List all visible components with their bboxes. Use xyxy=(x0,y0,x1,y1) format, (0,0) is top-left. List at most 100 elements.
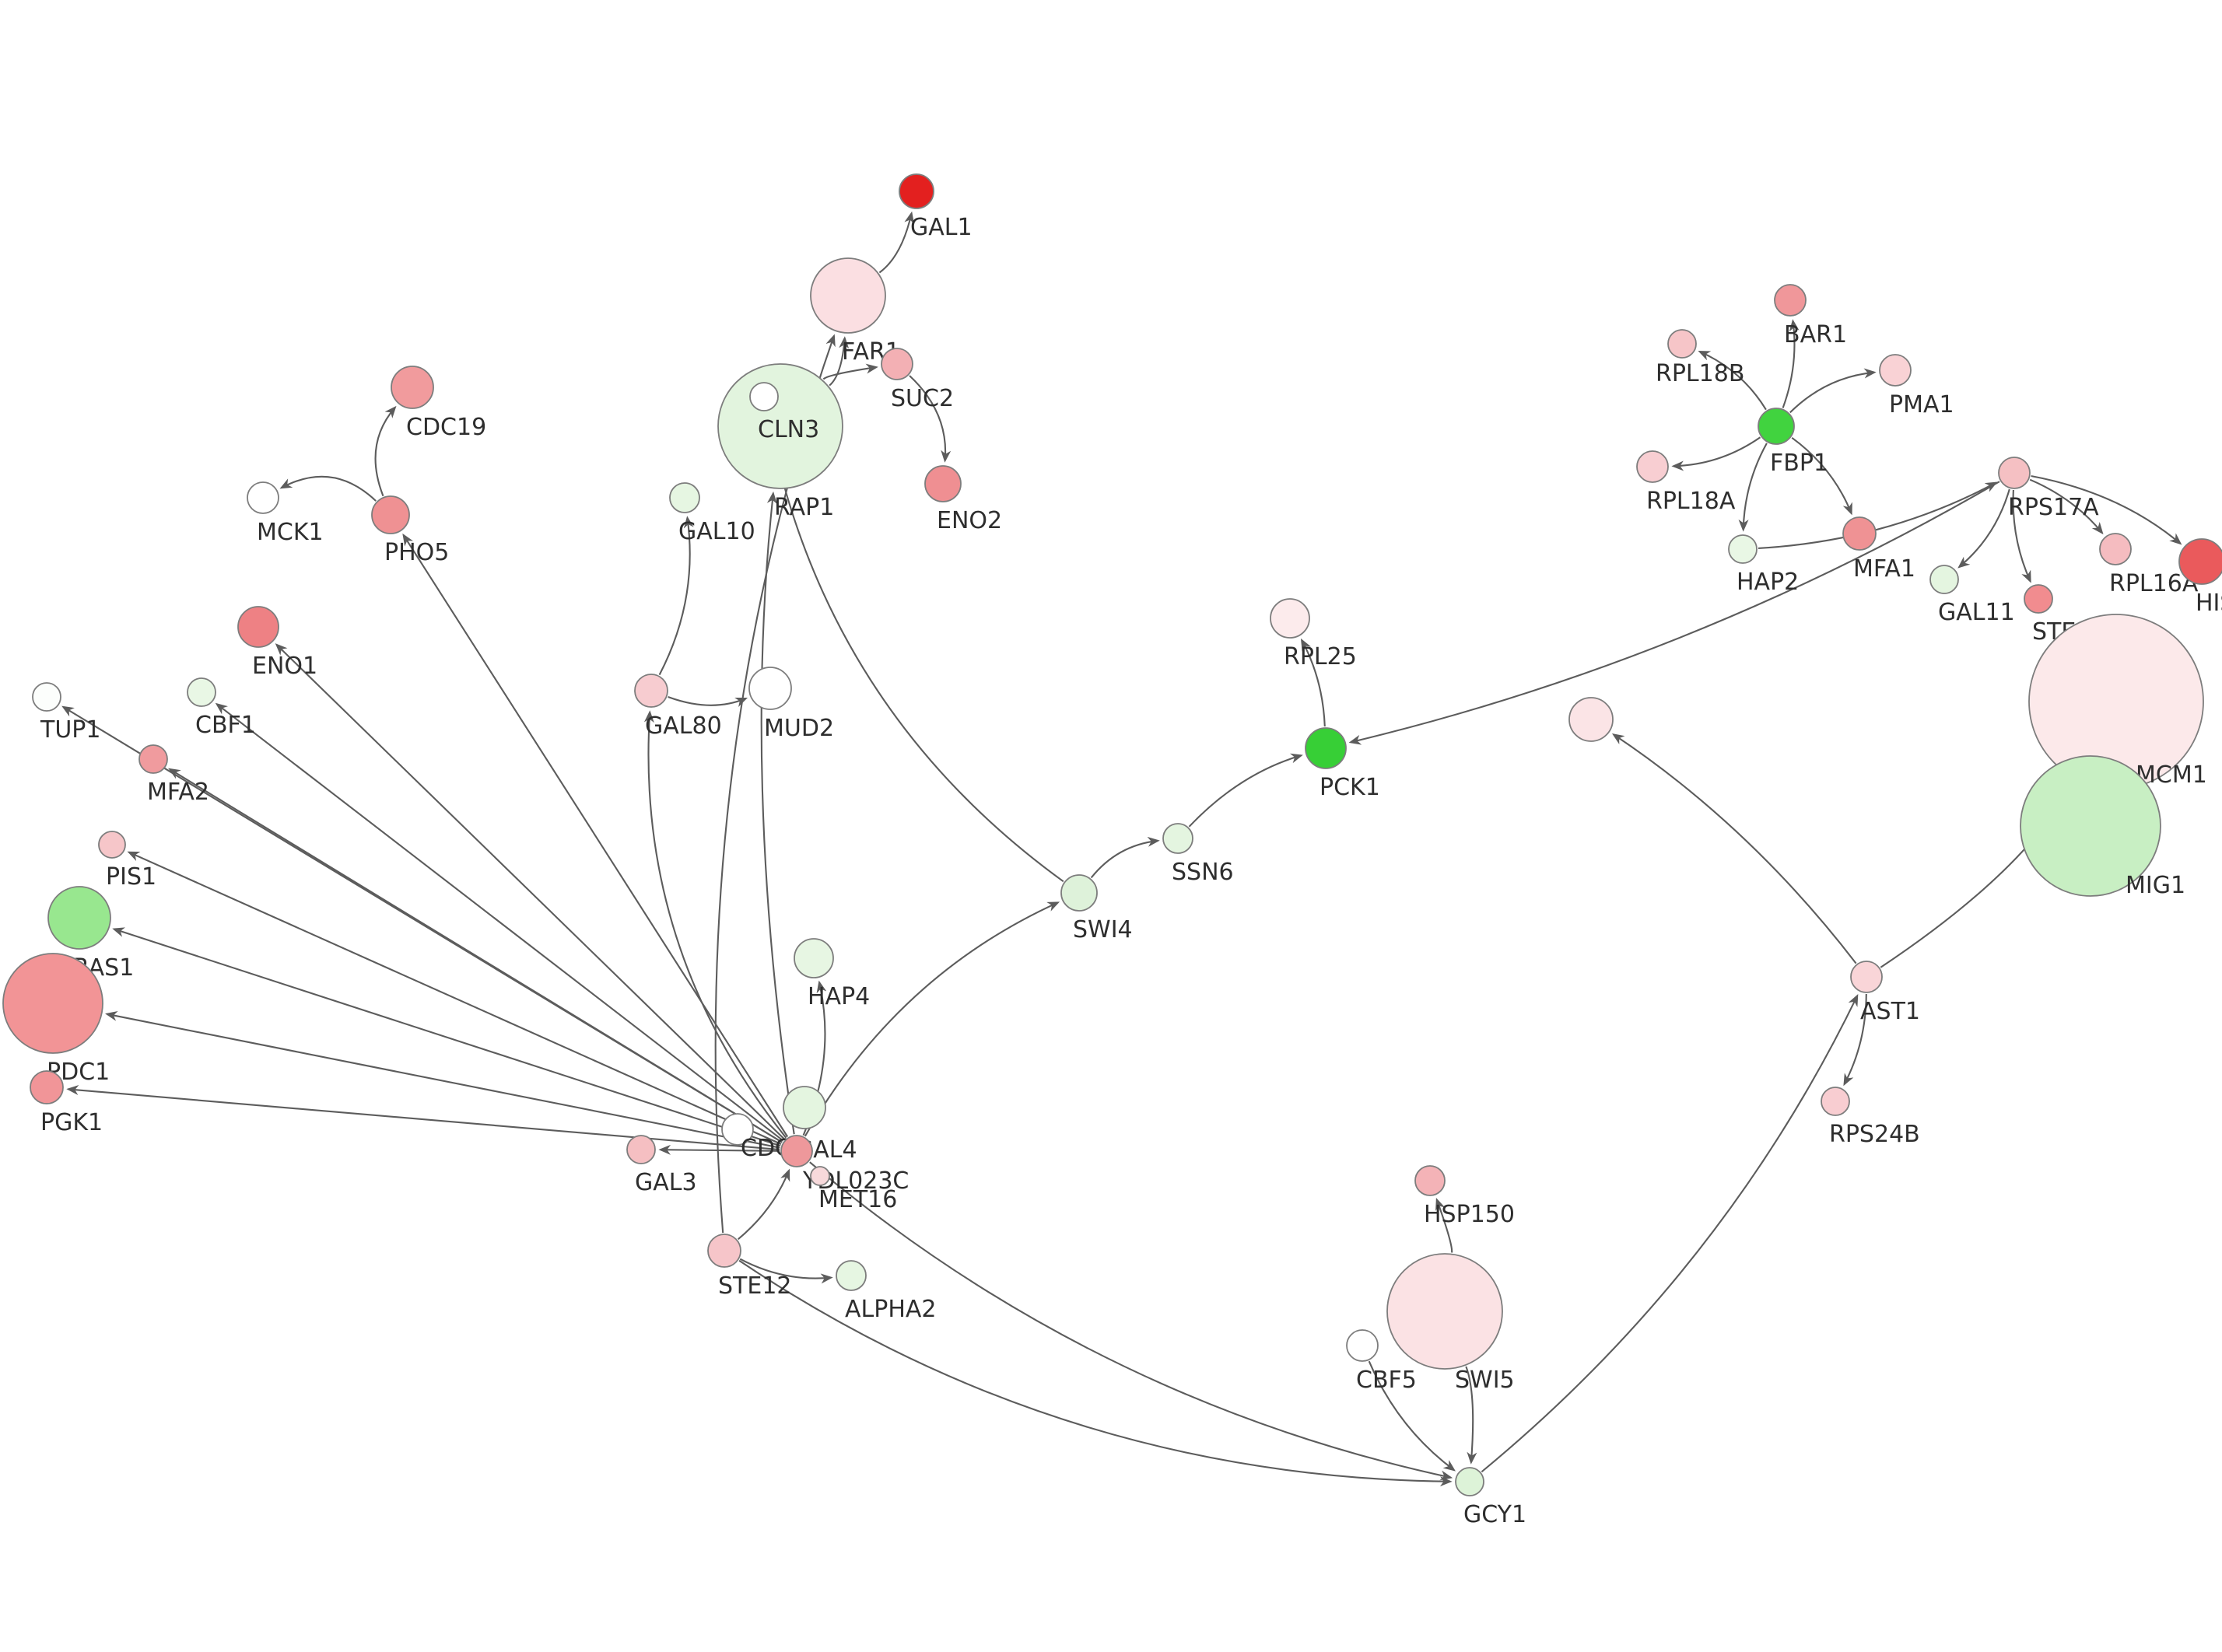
node-circle-BAR1[interactable] xyxy=(1774,284,1807,317)
edge-HAP2-RPS17A[interactable] xyxy=(1758,481,1998,549)
node-circle-HAP2[interactable] xyxy=(1728,534,1758,564)
node-circle-RPL25[interactable] xyxy=(1270,598,1310,639)
node-circle-HAP4[interactable] xyxy=(794,938,834,978)
node-GAL11[interactable]: GAL11 xyxy=(1929,565,2015,626)
node-CLN3[interactable]: CLN3 xyxy=(749,382,819,443)
node-circle-RAS1[interactable] xyxy=(47,886,111,950)
edge-FBP1-RPL18A[interactable] xyxy=(1671,436,1761,471)
node-circle-YDL023C[interactable] xyxy=(780,1135,813,1167)
node-GAL3[interactable]: GAL3 xyxy=(626,1135,697,1196)
edge-SWI4-CLN3[interactable] xyxy=(764,414,1064,883)
node-circle-GAL4[interactable] xyxy=(783,1086,826,1129)
node-circle-MUD2[interactable] xyxy=(748,667,792,710)
node-FBP1[interactable]: FBP1 xyxy=(1758,408,1828,477)
node-circle-GCY1[interactable] xyxy=(1455,1467,1484,1496)
edge-SUC2-ENO2[interactable] xyxy=(909,375,952,463)
edge-YDL023C-SWI4[interactable] xyxy=(804,901,1060,1137)
node-circle-CBF5[interactable] xyxy=(1346,1329,1379,1362)
edge-SSN6-PCK1[interactable] xyxy=(1188,753,1303,828)
edge-STE12-ALPHA2[interactable] xyxy=(739,1258,833,1284)
node-circle-ALPHA2[interactable] xyxy=(836,1260,867,1291)
node-circle-MFA1[interactable] xyxy=(1842,516,1877,551)
node-SSN6[interactable]: SSN6 xyxy=(1162,823,1234,886)
node-circle-STE2[interactable] xyxy=(2024,584,2053,614)
node-MFA2[interactable]: MFA2 xyxy=(138,744,209,806)
edge-RAP1-FAR1[interactable] xyxy=(829,336,850,387)
node-circle-HSP150[interactable] xyxy=(1414,1165,1446,1196)
edge-YDL023C-GAL3[interactable] xyxy=(658,1144,780,1155)
node-GAL4[interactable]: GAL4 xyxy=(783,1086,857,1164)
edge-SWI4-SSN6[interactable] xyxy=(1090,836,1160,879)
edge-YDL023C-PDC1[interactable] xyxy=(105,1010,780,1149)
edge-YDL023C-MFA2[interactable] xyxy=(168,768,783,1143)
node-circle-RPL18B[interactable] xyxy=(1667,329,1697,359)
node-ENO2[interactable]: ENO2 xyxy=(924,465,1002,534)
node-MET16[interactable]: MET16 xyxy=(810,1166,897,1213)
node-PMA1[interactable]: PMA1 xyxy=(1879,354,1954,418)
node-HAP2[interactable]: HAP2 xyxy=(1728,534,1799,596)
node-circle-CLN3[interactable] xyxy=(749,382,779,411)
node-SWI4[interactable]: SWI4 xyxy=(1060,874,1133,943)
node-HIS4[interactable]: HIS4 xyxy=(2178,538,2222,617)
node-circle-CDC19[interactable] xyxy=(391,366,434,409)
node-circle-FAR1[interactable] xyxy=(810,257,886,334)
edge-YDL023C-PIS1[interactable] xyxy=(127,851,782,1145)
node-circle-TUP1[interactable] xyxy=(32,682,61,712)
node-circle-RPS24B[interactable] xyxy=(1821,1087,1850,1116)
node-ENO1[interactable]: ENO1 xyxy=(237,606,317,680)
node-GAL80[interactable]: GAL80 xyxy=(634,674,722,740)
node-circle-SUC2[interactable] xyxy=(881,348,913,380)
edge-AST1-RPS24B[interactable] xyxy=(1843,993,1867,1087)
edge-RPS17A-STE2[interactable] xyxy=(2012,489,2031,583)
node-PGK1[interactable]: PGK1 xyxy=(30,1070,103,1136)
node-PHO5[interactable]: PHO5 xyxy=(371,495,449,566)
node-SUC2[interactable]: SUC2 xyxy=(881,348,954,412)
node-circle-MIG1[interactable] xyxy=(2020,755,2161,897)
node-circle-HIS4[interactable] xyxy=(2178,538,2222,585)
node-RAP1[interactable]: RAP1 xyxy=(717,363,843,521)
node-circle-GAL11[interactable] xyxy=(1929,565,1959,594)
edge-SWI5-HSP150[interactable] xyxy=(1435,1198,1453,1253)
node-GCY1[interactable]: GCY1 xyxy=(1455,1467,1526,1528)
node-circle-MET16[interactable] xyxy=(810,1166,830,1186)
node-circle-PHO5[interactable] xyxy=(371,495,410,534)
edge-STE12-GCY1[interactable] xyxy=(738,1259,1453,1487)
node-RPS17A[interactable]: RPS17A xyxy=(1998,457,2099,521)
node-circle-CDC6[interactable] xyxy=(721,1113,754,1146)
node-ALPHA2[interactable]: ALPHA2 xyxy=(836,1260,937,1323)
node-circle-ENO1[interactable] xyxy=(237,606,279,648)
edge-YDL023C-GAL80[interactable] xyxy=(643,710,787,1139)
edge-RAP1-SUC2[interactable] xyxy=(822,363,878,380)
node-circle-SSN6[interactable] xyxy=(1162,823,1193,854)
edge-PHO5-MCK1[interactable] xyxy=(279,475,377,502)
node-MFA1[interactable]: MFA1 xyxy=(1842,516,1915,583)
node-circle-CBF1[interactable] xyxy=(187,677,216,707)
node-CBF1[interactable]: CBF1 xyxy=(187,677,256,739)
node-circle-RAP1[interactable] xyxy=(717,363,843,489)
node-NODE_X[interactable] xyxy=(1568,697,1614,742)
edge-RPS17A-RPL16A[interactable] xyxy=(2029,478,2104,535)
edge-GCY1-AST1[interactable] xyxy=(1481,993,1859,1473)
node-AST1[interactable]: AST1 xyxy=(1850,961,1920,1025)
edge-FAR1-GAL1[interactable] xyxy=(878,211,915,274)
node-circle-MCK1[interactable] xyxy=(247,481,279,514)
node-circle-SWI4[interactable] xyxy=(1060,874,1098,912)
node-circle-PMA1[interactable] xyxy=(1879,354,1912,387)
edge-CBF5-GCY1[interactable] xyxy=(1368,1360,1456,1472)
node-circle-RPL18A[interactable] xyxy=(1636,450,1669,483)
edge-RPS17A-GAL11[interactable] xyxy=(1957,488,2010,569)
edge-YDL023C-GCY1[interactable] xyxy=(809,1161,1453,1481)
edge-PHO5-CDC19[interactable] xyxy=(374,405,397,497)
node-PCK1[interactable]: PCK1 xyxy=(1305,727,1380,801)
edge-GAL80-GAL10[interactable] xyxy=(658,516,694,676)
node-circle-PIS1[interactable] xyxy=(98,831,126,859)
node-RPL18B[interactable]: RPL18B xyxy=(1656,329,1744,387)
node-circle-ENO2[interactable] xyxy=(924,465,962,502)
node-circle-STE12[interactable] xyxy=(707,1234,741,1268)
node-FAR1[interactable]: FAR1 xyxy=(810,257,900,366)
node-circle-NODE_X[interactable] xyxy=(1568,697,1614,742)
edge-PCK1-RPL25[interactable] xyxy=(1300,638,1326,727)
node-circle-GAL80[interactable] xyxy=(634,674,668,708)
edge-FBP1-RPL18B[interactable] xyxy=(1698,351,1767,411)
edge-FBP1-MFA1[interactable] xyxy=(1791,436,1852,516)
